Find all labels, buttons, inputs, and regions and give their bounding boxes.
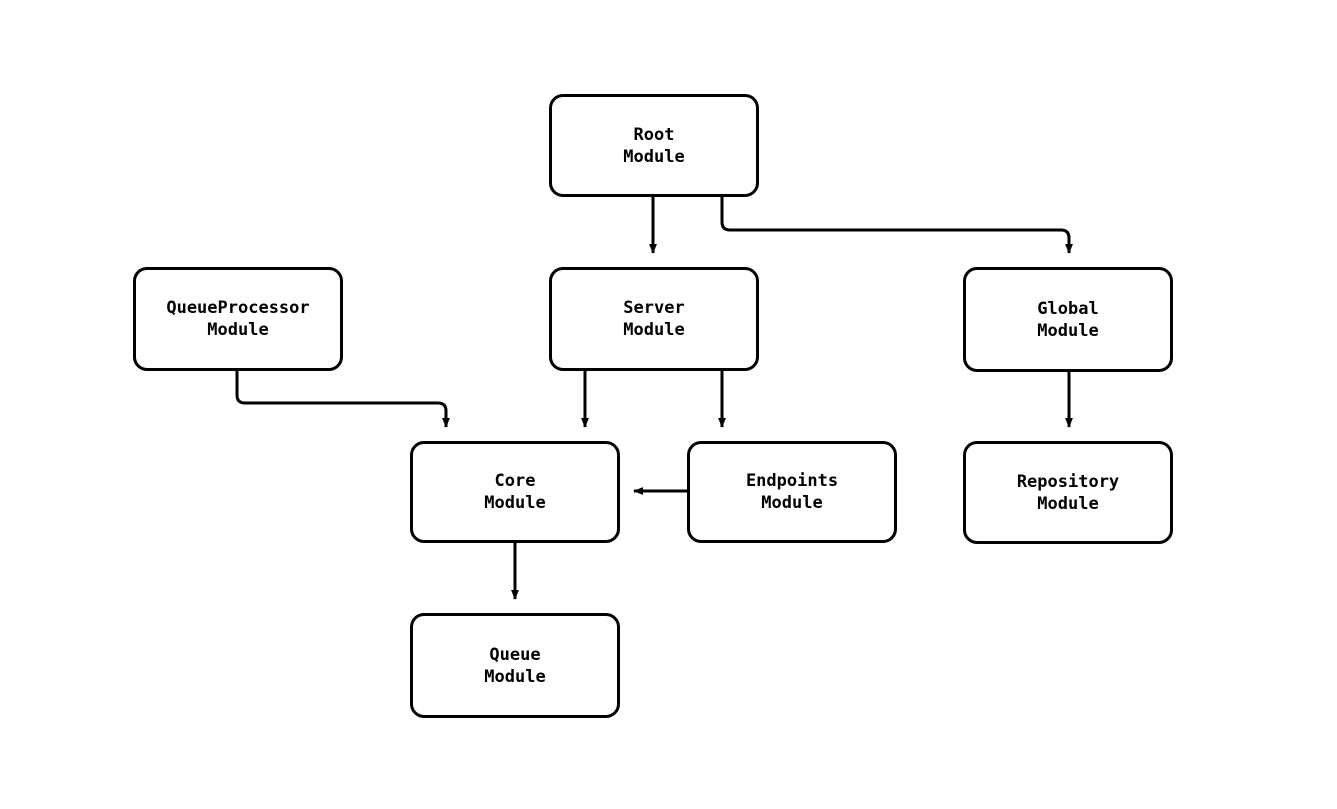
node-endpoints-module[interactable]: Endpoints Module xyxy=(687,441,897,543)
node-repository-module-label: Repository Module xyxy=(1016,471,1120,514)
edge-queueprocessor-to-core xyxy=(235,371,450,428)
node-global-module[interactable]: Global Module xyxy=(963,267,1173,372)
node-queue-module[interactable]: Queue Module xyxy=(410,613,620,718)
node-endpoints-module-label: Endpoints Module xyxy=(745,471,839,513)
node-server-module-label: Server Module xyxy=(623,298,685,340)
node-core-module-label: Core Module xyxy=(484,471,546,513)
edge-root-to-global xyxy=(720,197,1073,254)
node-root-module-label: Root Module xyxy=(623,124,685,167)
node-repository-module[interactable]: Repository Module xyxy=(963,441,1173,544)
node-core-module[interactable]: Core Module xyxy=(410,441,620,543)
node-queueprocessor-module[interactable]: QueueProcessor Module xyxy=(133,267,343,371)
node-root-module[interactable]: Root Module xyxy=(549,94,759,197)
node-server-module[interactable]: Server Module xyxy=(549,267,759,371)
node-queue-module-label: Queue Module xyxy=(484,644,546,687)
node-global-module-label: Global Module xyxy=(1037,298,1099,341)
node-queueprocessor-module-label: QueueProcessor Module xyxy=(166,298,310,340)
